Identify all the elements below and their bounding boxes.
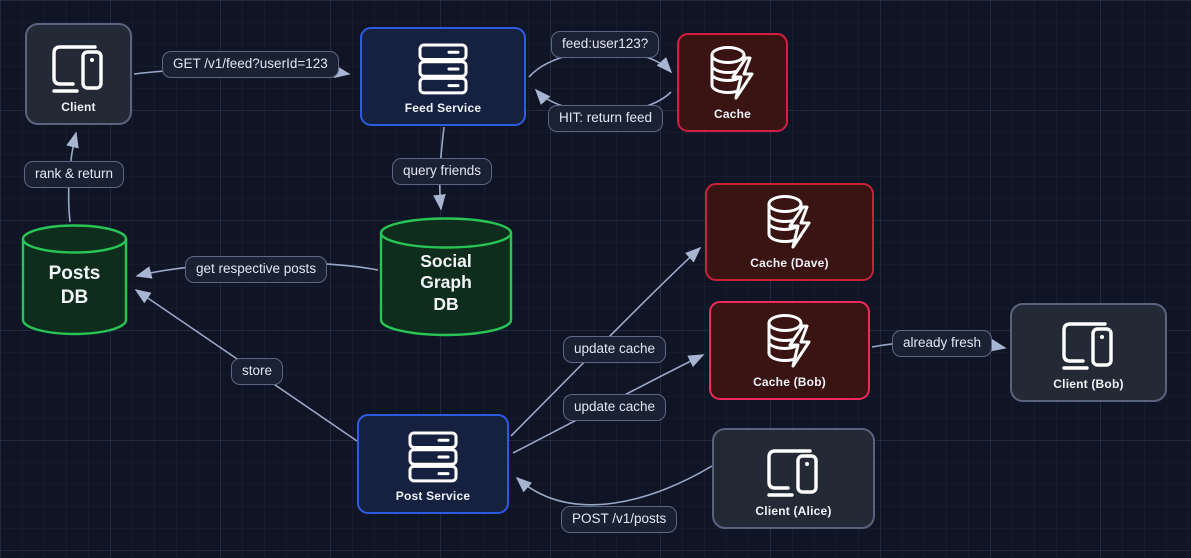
edge-label-update-cache-bob[interactable]: update cache xyxy=(563,394,667,421)
node-label: Client (Bob) xyxy=(1053,377,1124,391)
laptop-phone-icon xyxy=(1061,322,1113,370)
edge-label-get-feed[interactable]: GET /v1/feed?userId=123 xyxy=(162,51,339,78)
database-lightning-icon xyxy=(767,314,810,368)
database-cylinder-shape xyxy=(21,224,128,336)
laptop-phone-icon xyxy=(766,449,818,497)
node-label: Client (Alice) xyxy=(755,504,832,518)
database-cylinder-shape xyxy=(379,217,513,337)
node-label: Post Service xyxy=(395,489,471,503)
node-post-service[interactable]: Post Service xyxy=(357,414,509,514)
node-cache[interactable]: Cache xyxy=(677,33,788,132)
edge-client-alice-to-post-service[interactable] xyxy=(515,465,713,506)
edge-label-store[interactable]: store xyxy=(231,358,284,385)
server-stack-icon xyxy=(418,43,468,95)
edge-label-already-fresh[interactable]: already fresh xyxy=(892,330,993,357)
node-label: Feed Service xyxy=(404,101,482,115)
node-feed-service[interactable]: Feed Service xyxy=(360,27,526,126)
edge-label-feed-user123[interactable]: feed:user123? xyxy=(551,31,660,58)
node-client-bob[interactable]: Client (Bob) xyxy=(1010,303,1167,402)
edge-label-query-friends[interactable]: query friends xyxy=(392,158,493,185)
database-lightning-icon xyxy=(710,46,753,100)
node-label: Cache (Bob) xyxy=(753,375,826,389)
node-label: Cache xyxy=(713,107,752,121)
edge-label-update-cache-dave[interactable]: update cache xyxy=(563,336,667,363)
laptop-phone-icon xyxy=(51,45,103,93)
node-cache-bob[interactable]: Cache (Bob) xyxy=(709,301,870,400)
edge-label-hit-return-feed[interactable]: HIT: return feed xyxy=(548,105,664,132)
database-lightning-icon xyxy=(767,195,810,249)
node-label: Cache (Dave) xyxy=(750,256,829,270)
node-cache-dave[interactable]: Cache (Dave) xyxy=(705,183,874,281)
edge-label-post-v1-posts[interactable]: POST /v1/posts xyxy=(561,506,678,533)
node-client-alice[interactable]: Client (Alice) xyxy=(712,428,875,529)
node-client[interactable]: Client xyxy=(25,23,132,125)
node-label: Client xyxy=(61,100,96,114)
server-stack-icon xyxy=(408,431,458,483)
edge-label-rank-and-return[interactable]: rank & return xyxy=(24,161,125,188)
edge-label-get-respective-posts[interactable]: get respective posts xyxy=(185,256,328,283)
